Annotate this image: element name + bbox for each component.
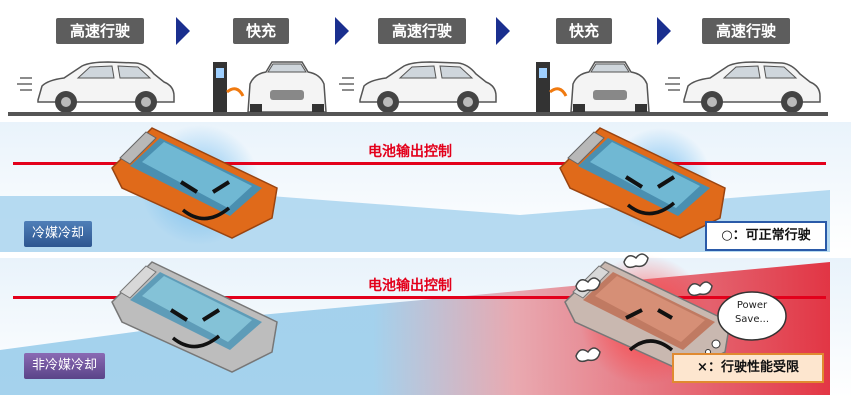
speech-bubble-icon xyxy=(705,291,787,355)
step-label-quick-charge-2: 快充 xyxy=(556,18,612,44)
non-coolant-cooling-tag: 非冷媒冷却 xyxy=(24,353,106,379)
steam-icon xyxy=(575,253,713,363)
step-label-quick-charge-1: 快充 xyxy=(233,18,289,44)
step-label-highway-1: 高速行驶 xyxy=(56,18,144,44)
arrow-right-icon xyxy=(335,17,349,45)
coolant-cooling-tag: 冷媒冷却 xyxy=(24,221,93,247)
step-label-highway-3: 高速行驶 xyxy=(702,18,790,44)
speech-line-1: Power xyxy=(736,300,768,311)
arrow-right-icon xyxy=(496,17,510,45)
battery-control-line-2 xyxy=(13,296,826,299)
arrow-right-icon xyxy=(657,17,671,45)
result-limited-callout: ×：行驶性能受限 xyxy=(672,353,824,383)
step-label-highway-2: 高速行驶 xyxy=(378,18,466,44)
road-line xyxy=(8,112,828,116)
speech-line-2: Save... xyxy=(734,314,770,325)
result-ok-callout: ○：可正常行驶 xyxy=(705,221,827,251)
battery-control-label-1: 电池输出控制 xyxy=(368,144,452,160)
battery-control-line-1 xyxy=(13,162,826,165)
battery-control-label-2: 电池输出控制 xyxy=(368,278,452,294)
speech-bubble-text: Power Save... xyxy=(722,299,782,327)
arrow-right-icon xyxy=(176,17,190,45)
